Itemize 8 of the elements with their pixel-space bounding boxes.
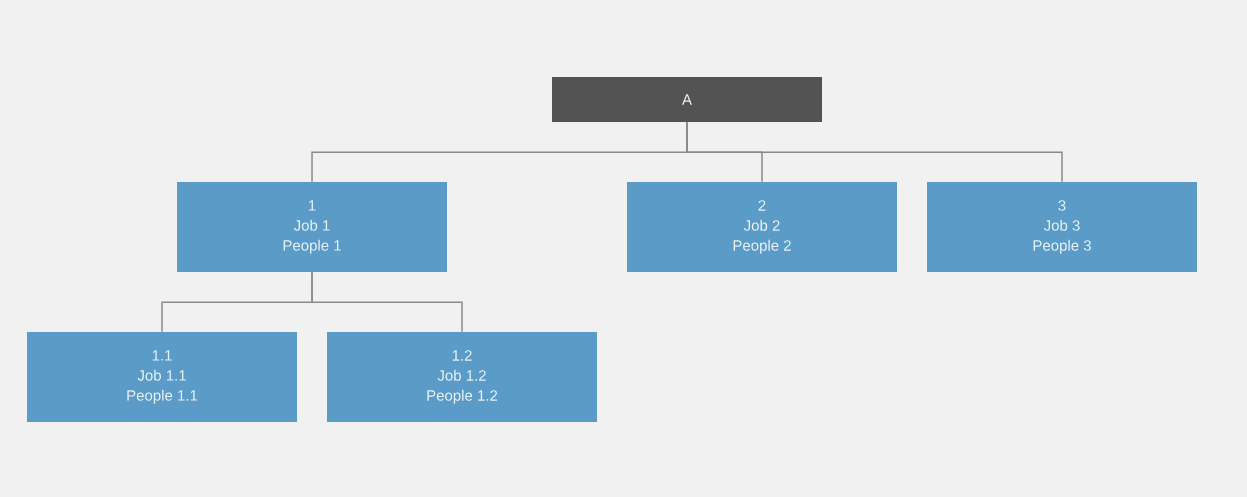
org-box: 1 Job 1 People 1 [177, 182, 447, 272]
org-box: 2 Job 2 People 2 [627, 182, 897, 272]
org-box: 3 Job 3 People 3 [927, 182, 1197, 272]
org-box: 1.1 Job 1.1 People 1.1 [27, 332, 297, 422]
org-box: 1.2 Job 1.2 People 1.2 [327, 332, 597, 422]
connector-line [686, 121, 1063, 183]
root-box: A [552, 77, 822, 122]
connector-line [311, 271, 463, 333]
